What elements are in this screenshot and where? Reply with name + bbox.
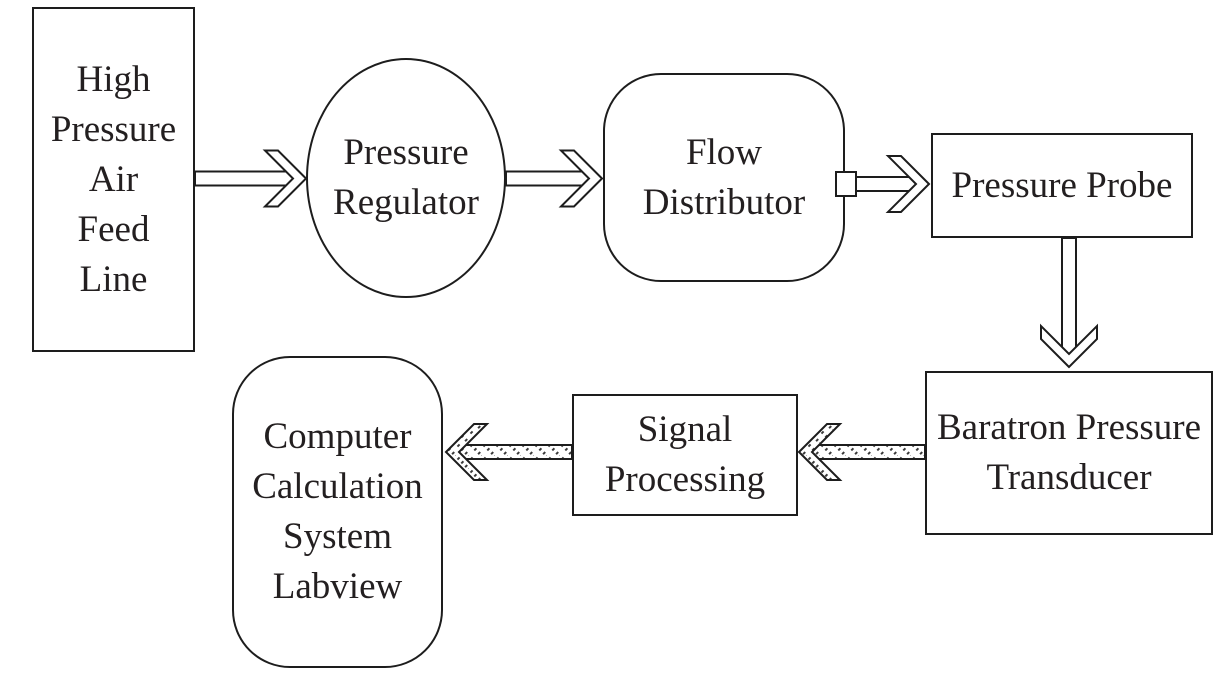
node-baratron-pressure-transducer: Baratron Pressure Transducer bbox=[925, 371, 1213, 535]
node-label-line: Air bbox=[88, 158, 139, 200]
node-signal-processing: Signal Processing bbox=[572, 394, 798, 516]
node-pressure-regulator: Pressure Regulator bbox=[306, 58, 506, 298]
node-label-line: Computer bbox=[263, 416, 412, 457]
node-label-line: Distributor bbox=[642, 181, 806, 223]
arrow-regulator-to-flow bbox=[505, 149, 604, 208]
node-label-line: Feed bbox=[77, 208, 150, 250]
node-label-line: Regulator bbox=[333, 182, 479, 223]
arrow-head-icon bbox=[262, 149, 308, 208]
node-label-line: Flow bbox=[685, 131, 763, 173]
node-high-pressure-air-feed-line: High Pressure Air Feed Line bbox=[32, 7, 195, 352]
arrow-head-icon bbox=[885, 155, 931, 213]
node-label-line: Pressure bbox=[50, 108, 177, 150]
arrow-flow-to-probe bbox=[835, 155, 931, 213]
node-computer-calculation-system-labview: Computer Calculation System Labview bbox=[232, 356, 443, 668]
arrow-shaft bbox=[194, 170, 298, 187]
node-flow-distributor: Flow Distributor bbox=[603, 73, 845, 282]
node-label-line: Signal bbox=[637, 409, 733, 450]
arrow-shaft bbox=[1061, 237, 1077, 359]
arrow-probe-to-baratron bbox=[1040, 237, 1098, 369]
node-label-line: High bbox=[76, 58, 151, 100]
arrow-shaft bbox=[842, 176, 921, 192]
arrow-shaft bbox=[505, 170, 594, 187]
arrow-head-icon bbox=[444, 423, 490, 481]
arrow-head-icon bbox=[797, 423, 843, 481]
arrow-baratron-to-signal bbox=[797, 423, 926, 481]
arrow-head-icon bbox=[1040, 323, 1098, 369]
node-label-line: Pressure bbox=[343, 132, 469, 173]
arrow-head-icon bbox=[558, 149, 604, 208]
node-label-line: Transducer bbox=[986, 457, 1152, 498]
arrow-signal-to-computer bbox=[444, 423, 573, 481]
node-label-line: Pressure Probe bbox=[951, 164, 1173, 206]
node-label-line: System bbox=[283, 516, 392, 557]
arrow-shaft bbox=[454, 444, 573, 460]
node-label-line: Line bbox=[79, 258, 148, 300]
arrow-hpair-to-regulator bbox=[194, 149, 308, 208]
arrow-shaft bbox=[807, 444, 926, 460]
node-label-line: Processing bbox=[604, 459, 766, 500]
node-label-line: Labview bbox=[272, 566, 403, 607]
node-label-line: Baratron Pressure bbox=[936, 407, 1202, 448]
node-pressure-probe: Pressure Probe bbox=[931, 133, 1193, 238]
node-label-line: Calculation bbox=[252, 466, 423, 507]
